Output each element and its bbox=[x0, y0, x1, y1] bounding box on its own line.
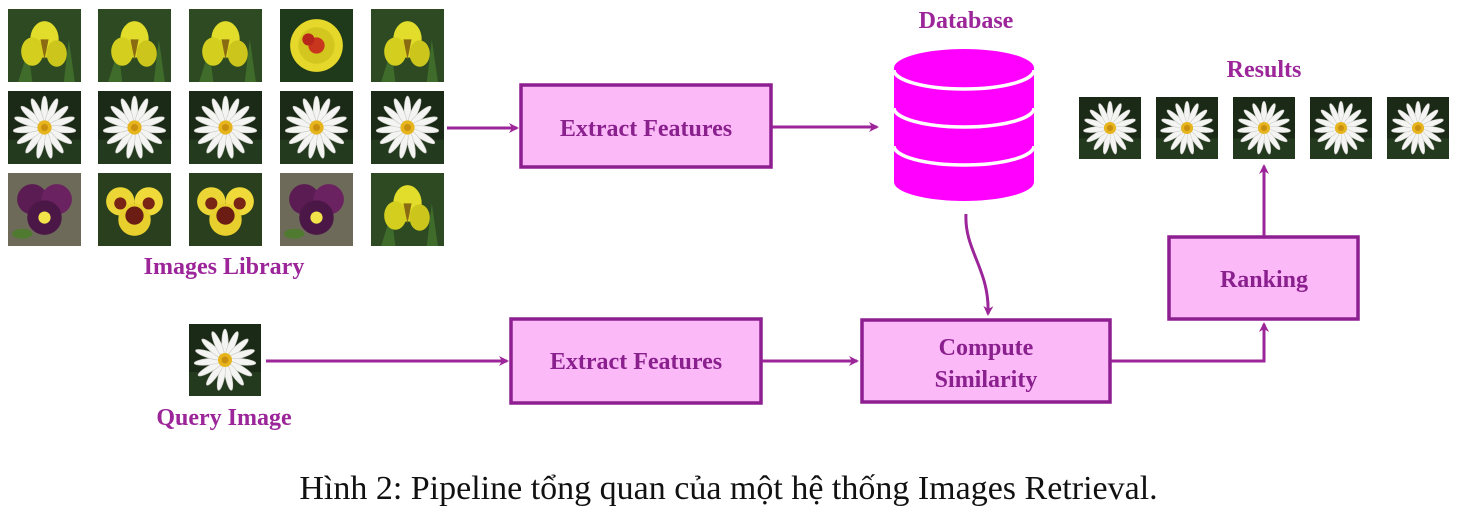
library-image-yellow-flower bbox=[280, 9, 353, 82]
query-image-thumbnail bbox=[189, 324, 261, 396]
extract-features-box-bottom: Extract Features bbox=[509, 317, 763, 405]
results-label: Results bbox=[1227, 57, 1302, 83]
library-image-daisy bbox=[371, 91, 444, 164]
ranking-box: Ranking bbox=[1167, 235, 1360, 321]
library-image-pansy-purple bbox=[8, 173, 81, 246]
figure-caption: Hình 2: Pipeline tổng quan của một hệ th… bbox=[299, 470, 1158, 507]
database-icon bbox=[892, 49, 1036, 201]
results-row bbox=[1079, 97, 1449, 159]
library-image-daisy bbox=[189, 91, 262, 164]
library-image-pansy-yellow bbox=[189, 173, 262, 246]
library-image-yellow-iris bbox=[8, 9, 81, 82]
extract-features-box-top: Extract Features bbox=[519, 83, 773, 169]
ranking-label: Ranking bbox=[1220, 267, 1308, 293]
arrow-database-to-compute bbox=[964, 213, 994, 316]
result-image-5 bbox=[1387, 97, 1449, 159]
database-label: Database bbox=[919, 8, 1014, 34]
extract-features-bottom-label: Extract Features bbox=[550, 349, 722, 375]
library-image-yellow-iris bbox=[371, 9, 444, 82]
result-image-1 bbox=[1079, 97, 1141, 159]
arrow-compute-to-ranking bbox=[1111, 322, 1269, 363]
library-image-yellow-iris bbox=[371, 173, 444, 246]
result-image-4 bbox=[1310, 97, 1372, 159]
library-image-pansy-purple bbox=[280, 173, 353, 246]
images-library-label: Images Library bbox=[144, 254, 305, 280]
extract-features-top-label: Extract Features bbox=[560, 116, 732, 142]
library-image-daisy bbox=[280, 91, 353, 164]
library-image-daisy bbox=[98, 91, 171, 164]
compute-similarity-box: Compute Similarity bbox=[860, 318, 1112, 404]
library-image-pansy-yellow bbox=[98, 173, 171, 246]
library-image-yellow-iris bbox=[98, 9, 171, 82]
library-image-daisy bbox=[8, 91, 81, 164]
compute-label-line1: Compute bbox=[939, 335, 1034, 361]
images-library-grid bbox=[8, 9, 444, 246]
result-image-3 bbox=[1233, 97, 1295, 159]
query-image-label: Query Image bbox=[156, 405, 292, 431]
library-image-yellow-iris bbox=[189, 9, 262, 82]
result-image-2 bbox=[1156, 97, 1218, 159]
compute-label-line2: Similarity bbox=[935, 367, 1038, 393]
